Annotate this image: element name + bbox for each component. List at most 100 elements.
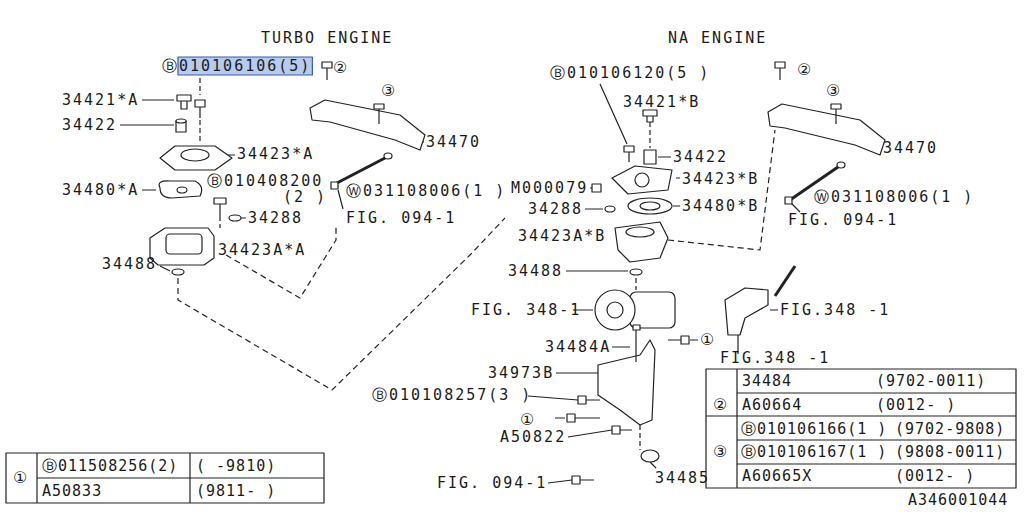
table-grid	[6, 453, 324, 503]
part-number: Ⓦ031108006(1 )	[814, 188, 974, 206]
washer	[837, 162, 845, 168]
part-number: 34288	[248, 209, 303, 227]
table-cell: ②	[713, 396, 727, 414]
part-number: 34480*A	[62, 181, 139, 199]
strap	[641, 450, 659, 462]
part-number: 34480*B	[682, 197, 759, 215]
figure-reference: FIG. 348-1	[471, 301, 581, 319]
table-cell: ③	[713, 443, 727, 461]
part-number: 34470	[426, 133, 481, 151]
plate	[159, 181, 202, 198]
part-number: 34423A*B	[518, 227, 606, 245]
mount-bar	[768, 104, 885, 155]
figure-reference: FIG. 094-1	[437, 474, 547, 492]
table-cell: Ⓑ010106167(1 )	[741, 443, 887, 461]
mount-bracket	[150, 228, 214, 265]
bolt	[567, 414, 600, 422]
part-number: Ⓦ031108006(1 )	[346, 182, 506, 200]
part-number: Ⓑ010106106(5)	[162, 57, 311, 75]
bolt	[572, 476, 594, 484]
part-number: 34485	[655, 469, 710, 487]
part-number: 34421*A	[62, 91, 139, 109]
o-ring	[172, 269, 184, 275]
assembly-line	[668, 130, 775, 250]
cap	[177, 95, 191, 109]
callout-number: ②	[797, 61, 811, 79]
table-cell: A60665X	[742, 467, 812, 485]
heading: NA ENGINE	[668, 29, 767, 47]
bolt	[214, 198, 226, 216]
table-cell: Ⓑ010106166(1 )	[741, 420, 887, 438]
part-number: Ⓑ010108257(3 )	[372, 386, 532, 404]
callout-number: ①	[700, 331, 714, 349]
insulator-ring	[628, 198, 672, 214]
part-number: 34423*B	[682, 170, 759, 188]
washer	[229, 215, 241, 221]
washer	[605, 206, 615, 212]
part-number: 34288	[528, 200, 583, 218]
part-number: 34423*A	[237, 145, 314, 163]
table-cell: (9808-0011)	[895, 443, 1005, 461]
drawing-number: A346001044	[908, 491, 1008, 509]
bolt	[374, 104, 384, 124]
figure-reference: FIG.348 -1	[780, 301, 890, 319]
engine-mount	[160, 146, 232, 170]
mount-boss	[635, 173, 649, 187]
bracket-opening	[166, 234, 202, 254]
assembly-line	[226, 224, 336, 298]
bushing-top	[176, 119, 186, 123]
part-number: Ⓑ010408200	[207, 172, 323, 190]
part-number: 34973B	[488, 364, 554, 382]
part-number: 34421*B	[623, 93, 700, 111]
bushing	[644, 150, 656, 164]
bolt	[775, 62, 785, 80]
part-number: 34484A	[545, 338, 611, 356]
cap	[643, 110, 657, 122]
table-cell: A60664	[742, 396, 802, 414]
table-cell: 34484	[742, 372, 792, 390]
callout-number: ①	[520, 411, 534, 429]
plate-hole	[177, 187, 187, 193]
bolt	[624, 146, 634, 162]
part-number: 34422	[62, 116, 117, 134]
bolt	[633, 325, 640, 362]
table-cell: (9702-0011)	[876, 372, 986, 390]
part-number: 34470	[883, 139, 938, 157]
bracket-opening	[626, 227, 654, 237]
bolt	[612, 426, 632, 434]
pump-pulley	[595, 290, 635, 330]
bolt	[831, 104, 841, 124]
table-cell: (9702-9808)	[895, 420, 1005, 438]
table-cell: (0012- )	[876, 396, 956, 414]
bolt	[322, 62, 332, 80]
insulator-hole	[640, 202, 660, 210]
part-number: 34488	[508, 262, 563, 280]
table-cell: (0012- )	[895, 467, 975, 485]
callout-number: ③	[826, 82, 840, 100]
part-number: Ⓑ010106120(5 )	[550, 64, 710, 82]
callout-number: ③	[381, 82, 395, 100]
long-bolt	[335, 158, 385, 184]
assembly-line	[178, 218, 505, 390]
table-cell: A50833	[42, 482, 102, 500]
washer	[384, 153, 392, 159]
bolt	[578, 396, 600, 404]
bolt	[668, 336, 689, 344]
mount-bracket	[615, 222, 668, 262]
long-bolt	[775, 266, 795, 296]
mount-boss	[181, 149, 209, 161]
table-cell: Ⓑ011508256(2)	[42, 457, 178, 475]
bolt	[592, 184, 601, 192]
part-number: M000079	[511, 179, 588, 197]
bolt-head	[331, 182, 338, 189]
part-number: 34423A*A	[218, 241, 306, 259]
pump-body	[630, 292, 675, 328]
figure-reference: FIG. 094-1	[788, 211, 898, 229]
bolt-head	[785, 197, 792, 204]
bracket	[725, 288, 768, 335]
part-number: 34422	[673, 148, 728, 166]
table-grid	[706, 369, 1016, 488]
table-cell: ( -9810)	[196, 457, 276, 475]
heading: TURBO ENGINE	[261, 29, 393, 47]
